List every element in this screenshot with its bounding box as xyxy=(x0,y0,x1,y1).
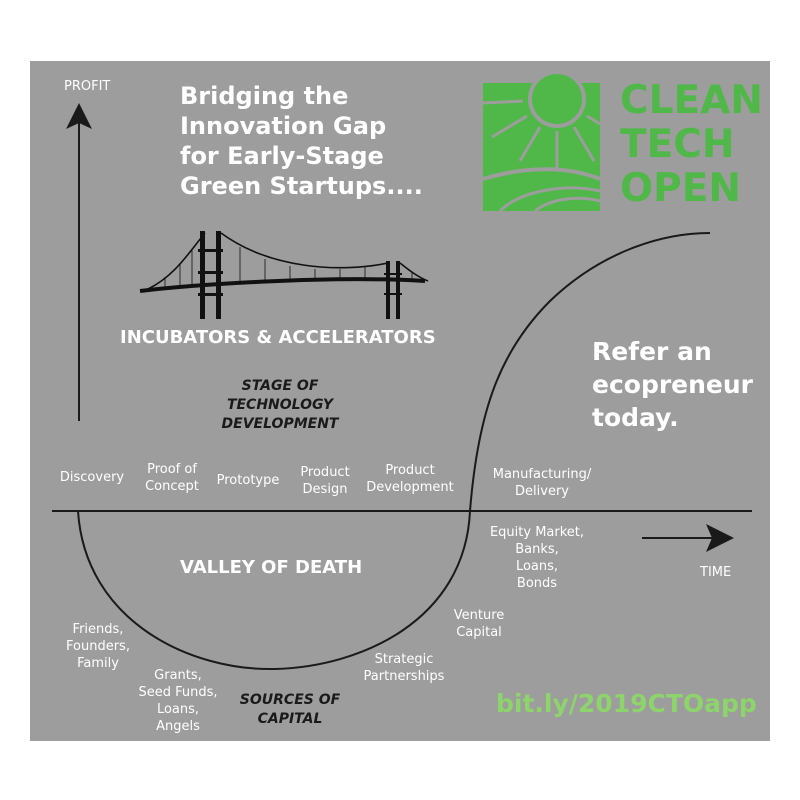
stage-line: Proof of xyxy=(147,462,197,477)
cta-line: today. xyxy=(592,403,679,432)
stage-title-line: DEVELOPMENT xyxy=(221,416,339,432)
stage-title: STAGE OF TECHNOLOGY DEVELOPMENT xyxy=(210,377,350,434)
stage-title-line: TECHNOLOGY xyxy=(226,397,334,413)
profit-axis-label: PROFIT xyxy=(64,79,111,94)
cta-line: ecopreneur xyxy=(592,370,754,399)
time-axis-label: TIME xyxy=(700,565,732,580)
diagram-panel: PROFIT TIME Bridging the Innovation Gap … xyxy=(30,61,770,741)
capital-line: Angels xyxy=(156,719,200,734)
capital-line: Loans, xyxy=(515,559,559,574)
stage-manufacturing-delivery: Manufacturing/ Delivery xyxy=(482,466,602,500)
capital-line: Family xyxy=(77,656,119,671)
capital-title-line: SOURCES OF xyxy=(239,692,341,708)
stage-title-line: STAGE OF xyxy=(241,378,319,394)
stage-line: Development xyxy=(366,480,454,495)
stage-line: Product xyxy=(300,465,350,480)
stage-line: Product xyxy=(385,463,435,478)
time-arrow-icon xyxy=(706,524,734,552)
incubators-accelerators-caption: INCUBATORS & ACCELERATORS xyxy=(120,327,436,348)
application-url-link[interactable]: bit.ly/2019CTOapp xyxy=(496,689,757,718)
clean-tech-open-logo: CLEAN TECH OPEN xyxy=(620,79,763,211)
stage-line: Manufacturing/ xyxy=(492,467,592,482)
capital-grants-seed-angels: Grants, Seed Funds, Loans, Angels xyxy=(134,667,222,735)
capital-friends-founders-family: Friends, Founders, Family xyxy=(58,621,138,672)
logo-line: CLEAN xyxy=(620,78,763,123)
capital-venture-capital: Venture Capital xyxy=(444,607,514,641)
capital-equity-banks-bonds: Equity Market, Banks, Loans, Bonds xyxy=(484,524,590,592)
stage-proof-of-concept: Proof of Concept xyxy=(136,461,208,495)
stage-line: Design xyxy=(302,482,348,497)
stage-line: Discovery xyxy=(59,470,125,485)
logo-line: OPEN xyxy=(620,166,742,211)
capital-line: Equity Market, xyxy=(489,525,585,540)
headline-line: Green Startups.... xyxy=(180,172,423,200)
capital-line: Banks, xyxy=(515,542,559,557)
capital-title: SOURCES OF CAPITAL xyxy=(230,691,350,729)
capital-line: Strategic xyxy=(374,652,434,667)
valley-of-death-label: VALLEY OF DEATH xyxy=(180,557,363,578)
capital-title-line: CAPITAL xyxy=(257,711,323,727)
headline-line: Bridging the xyxy=(180,82,349,110)
stage-line: Prototype xyxy=(216,473,280,488)
capital-line: Seed Funds, xyxy=(138,685,218,700)
capital-line: Capital xyxy=(456,625,502,640)
stage-line: Concept xyxy=(145,479,199,494)
capital-line: Friends, xyxy=(72,622,124,637)
stage-product-design: Product Design xyxy=(290,464,360,498)
bridge-icon xyxy=(139,231,429,319)
capital-line: Venture xyxy=(453,608,505,623)
capital-strategic-partnerships: Strategic Partnerships xyxy=(358,651,450,685)
headline-line: Innovation Gap xyxy=(180,112,387,140)
stage-product-development: Product Development xyxy=(362,462,458,496)
diagram-graphics xyxy=(52,70,752,671)
stage-discovery: Discovery xyxy=(50,469,134,486)
sun-field-logo-icon xyxy=(482,70,601,213)
headline: Bridging the Innovation Gap for Early-St… xyxy=(180,81,423,201)
headline-line: for Early-Stage xyxy=(180,142,384,170)
cta-line: Refer an xyxy=(592,337,712,366)
stage-prototype: Prototype xyxy=(210,472,286,489)
capital-line: Grants, xyxy=(154,668,202,683)
stage-line: Delivery xyxy=(515,484,569,499)
capital-line: Bonds xyxy=(516,576,558,591)
referral-cta: Refer an ecopreneur today. xyxy=(592,335,753,434)
logo-line: TECH xyxy=(620,122,735,167)
capital-line: Loans, xyxy=(156,702,200,717)
valley-curve xyxy=(77,232,711,671)
capital-line: Founders, xyxy=(66,639,130,654)
capital-line: Partnerships xyxy=(363,669,445,684)
profit-arrow-icon xyxy=(66,103,92,129)
